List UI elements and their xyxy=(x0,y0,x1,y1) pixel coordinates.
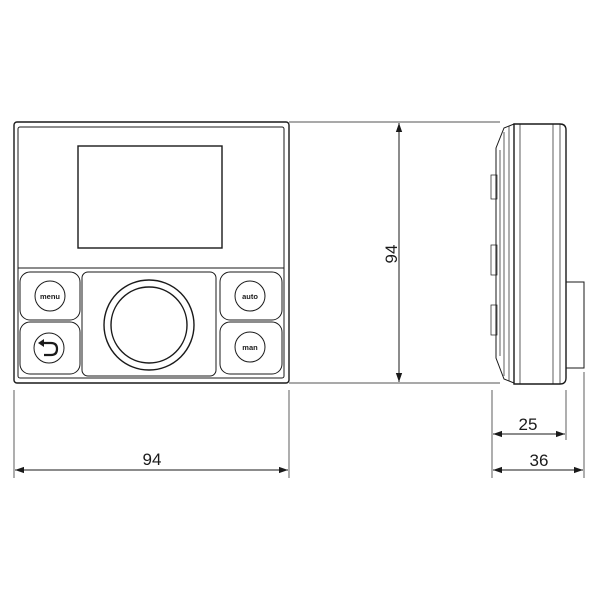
auto-button-label: auto xyxy=(242,292,258,301)
auto-button[interactable] xyxy=(219,271,283,321)
knob-inner-ring[interactable] xyxy=(110,286,188,364)
man-button[interactable] xyxy=(219,321,283,375)
front-view: menu auto man xyxy=(13,121,290,384)
rear-mount-block xyxy=(565,281,585,369)
housing-outer xyxy=(13,121,290,384)
menu-button[interactable] xyxy=(19,271,81,321)
display-screen xyxy=(77,145,223,249)
back-button-cap[interactable] xyxy=(33,332,65,364)
rotary-knob[interactable] xyxy=(103,279,195,371)
housing-inner xyxy=(17,126,285,379)
back-button[interactable] xyxy=(19,321,81,375)
side-clip-bottom xyxy=(490,304,498,336)
knob-recess xyxy=(81,271,217,377)
right-button-group: auto man xyxy=(219,271,283,375)
knob-outer-ring[interactable] xyxy=(103,279,195,371)
side-body xyxy=(513,123,567,385)
dimensions: 94 94 25 36 xyxy=(13,121,585,478)
side-clip-mid xyxy=(490,244,498,276)
width-dimension-label: 94 xyxy=(143,450,162,469)
man-button-cap[interactable] xyxy=(234,331,266,363)
side-view xyxy=(490,123,585,385)
depth-total-dimension-label: 36 xyxy=(530,451,549,470)
height-dimension-label: 94 xyxy=(382,245,401,264)
side-bezel-front xyxy=(495,123,515,384)
menu-button-label: menu xyxy=(40,292,60,301)
side-clip-top xyxy=(490,174,498,200)
left-button-group: menu xyxy=(19,271,81,375)
menu-button-cap[interactable] xyxy=(34,280,66,312)
man-button-label: man xyxy=(242,343,258,352)
back-arrow-icon xyxy=(38,339,59,357)
auto-button-cap[interactable] xyxy=(234,280,266,312)
depth-body-dimension-label: 25 xyxy=(519,415,538,434)
